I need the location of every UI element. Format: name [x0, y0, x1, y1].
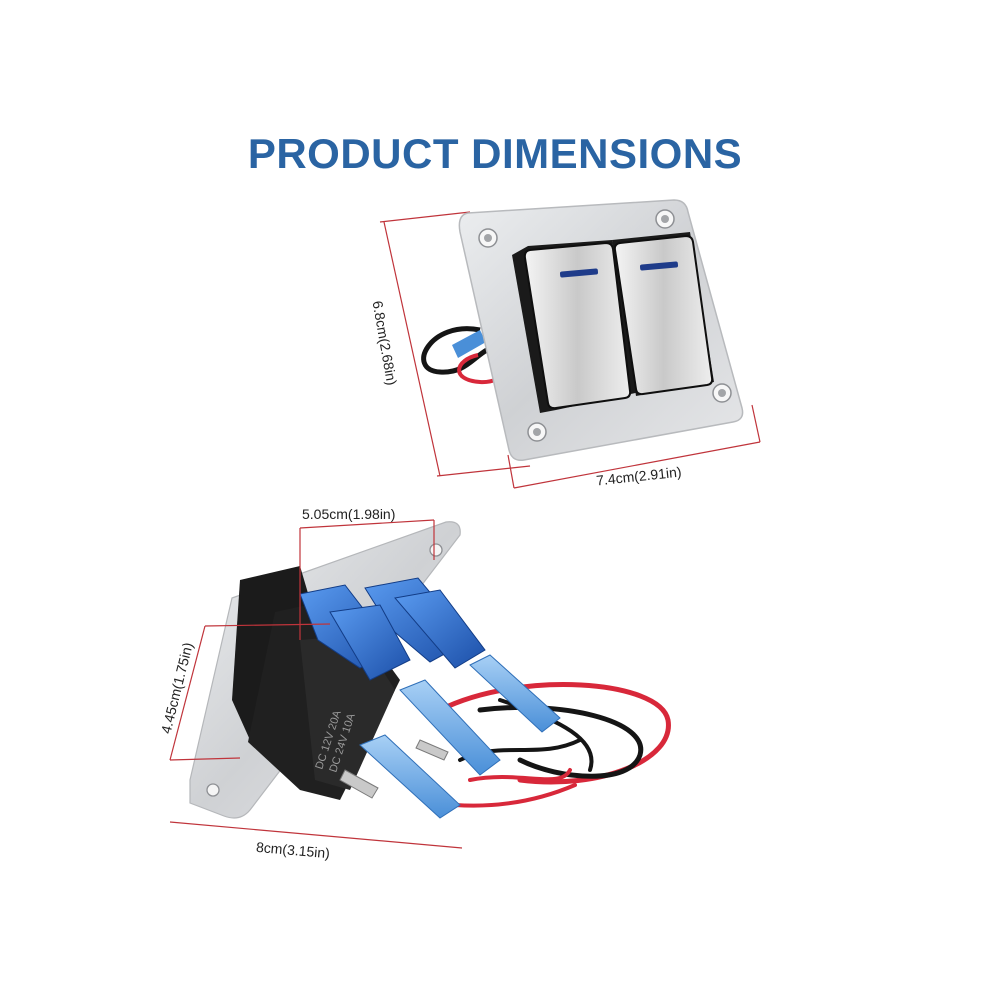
screw-hole — [206, 783, 220, 797]
rocker-switch-2 — [612, 232, 714, 396]
bottom-depth-dimension-line — [299, 519, 435, 640]
indicator-led — [639, 261, 679, 271]
insulated-sleeve — [359, 654, 561, 819]
page-title: PRODUCT DIMENSIONS — [247, 130, 743, 177]
bottom-width-dimension-line — [169, 821, 463, 849]
top-width-dimension-line — [507, 404, 761, 489]
wire-black — [421, 326, 501, 375]
top-view — [379, 199, 761, 489]
wire-red — [468, 768, 572, 782]
bottom-view: DC 12V 20A DC 24V 10A — [169, 519, 671, 849]
bottom-depth-label: 5.05cm(1.98in) — [302, 506, 396, 522]
rocker-switch-1 — [512, 240, 640, 413]
wire-red — [453, 783, 577, 808]
metal-tab — [339, 739, 449, 799]
screw-hole — [429, 543, 443, 557]
blue-terminals — [299, 577, 486, 681]
bottom-height-dimension-line — [169, 623, 331, 761]
top-height-dimension-line — [379, 211, 531, 477]
indicator-led — [559, 268, 599, 278]
terminal-sleeve — [452, 330, 486, 358]
